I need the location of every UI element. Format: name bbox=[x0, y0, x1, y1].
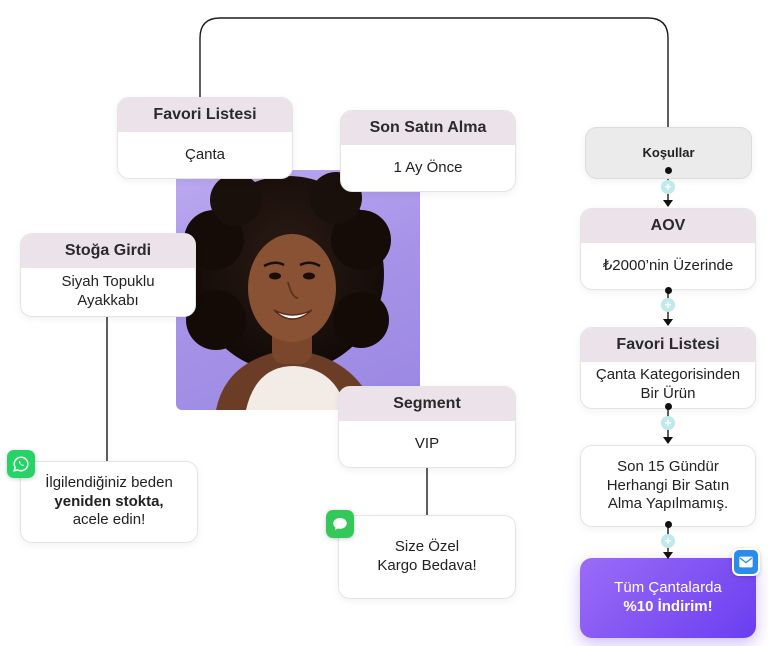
last-purchase-card: Son Satın Alma 1 Ay Önce bbox=[340, 110, 516, 192]
favorites-card-value: Çanta bbox=[184, 145, 226, 163]
person-illustration bbox=[184, 172, 391, 410]
flow-favorites-card: Favori Listesi Çanta Kategorisinden Bir … bbox=[580, 327, 756, 409]
aov-card-title: AOV bbox=[581, 209, 755, 243]
flow-favorites-card-value: Çanta Kategorisinden Bir Ürün bbox=[581, 362, 755, 408]
segment-card-value: VIP bbox=[414, 434, 440, 452]
flow-favorites-value-line-1: Çanta Kategorisinden bbox=[595, 366, 741, 384]
arrow-down-icon bbox=[663, 319, 673, 326]
sms-message-line-1: Size Özel bbox=[394, 538, 460, 556]
connector-dot bbox=[665, 167, 672, 174]
sms-icon bbox=[326, 510, 354, 538]
plus-icon[interactable]: + bbox=[661, 298, 675, 312]
whatsapp-icon bbox=[7, 450, 35, 478]
conditions-label: Koşullar bbox=[642, 144, 695, 160]
favorites-card-title: Favori Listesi bbox=[118, 98, 292, 132]
no-purchase-card: Son 15 Gündür Herhangi Bir Satın Alma Ya… bbox=[580, 445, 756, 527]
plus-icon[interactable]: + bbox=[661, 534, 675, 548]
favorites-card: Favori Listesi Çanta bbox=[117, 97, 293, 179]
segment-card-title: Segment bbox=[339, 387, 515, 421]
sms-message-card: Size Özel Kargo Bedava! bbox=[338, 515, 516, 599]
arrow-down-icon bbox=[663, 552, 673, 559]
plus-icon[interactable]: + bbox=[661, 180, 675, 194]
stock-card: Stoğa Girdi Siyah Topuklu Ayakkabı bbox=[20, 233, 196, 317]
no-purchase-line-1: Son 15 Gündür bbox=[617, 457, 719, 475]
connector-dot bbox=[665, 403, 672, 410]
flow-favorites-value-line-2: Bir Ürün bbox=[640, 385, 696, 402]
whatsapp-message-text: İlgilendiğiniz beden yeniden stokta, ace… bbox=[21, 462, 197, 542]
connector-dot bbox=[665, 521, 672, 528]
email-icon bbox=[732, 548, 760, 576]
customer-photo bbox=[176, 170, 420, 410]
plus-icon[interactable]: + bbox=[661, 416, 675, 430]
result-line-2: %10 İndirim! bbox=[623, 598, 713, 615]
arrow-down-icon bbox=[663, 200, 673, 207]
arrow-down-icon bbox=[663, 437, 673, 444]
segment-card: Segment VIP bbox=[338, 386, 516, 468]
connector-dot bbox=[665, 287, 672, 294]
stock-card-value-line-2: Ayakkabı bbox=[77, 292, 139, 309]
whatsapp-message-line-3: acele edin! bbox=[72, 511, 146, 529]
no-purchase-text: Son 15 Gündür Herhangi Bir Satın Alma Ya… bbox=[581, 446, 755, 526]
result-text: Tüm Çantalarda %10 İndirim! bbox=[580, 558, 756, 638]
no-purchase-line-3: Alma Yapılmamış. bbox=[607, 495, 729, 513]
last-purchase-card-title: Son Satın Alma bbox=[341, 111, 515, 145]
whatsapp-message-card: İlgilendiğiniz beden yeniden stokta, ace… bbox=[20, 461, 198, 543]
stock-card-value: Siyah Topuklu Ayakkabı bbox=[21, 268, 195, 316]
result-card: Tüm Çantalarda %10 İndirim! bbox=[580, 558, 756, 638]
whatsapp-message-line-2: yeniden stokta, bbox=[54, 492, 164, 510]
stock-card-title: Stoğa Girdi bbox=[21, 234, 195, 268]
last-purchase-card-value: 1 Ay Önce bbox=[393, 158, 463, 176]
aov-card: AOV ₺2000’nin Üzerinde bbox=[580, 208, 756, 290]
result-line-1: Tüm Çantalarda bbox=[614, 579, 722, 597]
aov-card-value: ₺2000’nin Üzerinde bbox=[602, 256, 734, 274]
top-loop-connector bbox=[199, 17, 669, 127]
no-purchase-line-2: Herhangi Bir Satın bbox=[606, 476, 730, 494]
sms-message-line-2: Kargo Bedava! bbox=[377, 557, 477, 574]
flow-favorites-card-title: Favori Listesi bbox=[581, 328, 755, 362]
whatsapp-message-line-1: İlgilendiğiniz beden bbox=[45, 473, 173, 491]
stock-card-value-line-1: Siyah Topuklu bbox=[61, 273, 155, 291]
sms-message-text: Size Özel Kargo Bedava! bbox=[339, 516, 515, 598]
